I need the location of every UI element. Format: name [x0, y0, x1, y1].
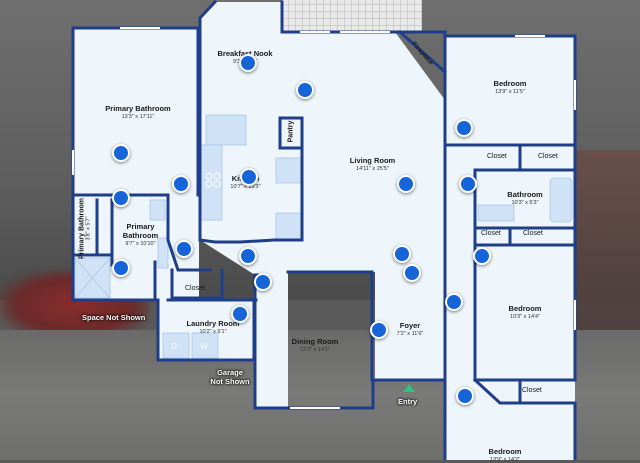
room-bedroom-top: Bedroom 13'9" x 11'5" [493, 79, 527, 95]
washer-icon: W [200, 342, 208, 351]
camera-hotspot-icon[interactable] [231, 305, 249, 323]
closet-label: Closet [522, 387, 542, 394]
camera-hotspot-icon[interactable] [456, 387, 474, 405]
room-primary-bathroom-small: Primary Bathroom 3'8" x 5'7" [78, 197, 92, 260]
camera-hotspot-icon[interactable] [296, 81, 314, 99]
camera-hotspot-icon[interactable] [393, 245, 411, 263]
space-not-shown-label: Space Not Shown [82, 313, 146, 322]
camera-hotspot-icon[interactable] [473, 247, 491, 265]
room-primary-bathroom-2: Primary Bathroom 9'7" x 10'10" [122, 222, 159, 247]
closet-label: Closet [538, 153, 558, 160]
room-bathroom: Bathroom 10'3" x 5'3" [507, 190, 543, 206]
room-bedroom-mid: Bedroom 10'3" x 14'4" [508, 304, 542, 320]
dryer-icon: D [171, 342, 177, 351]
entry-arrow-icon [403, 384, 415, 392]
entry-label: Entry [398, 397, 418, 406]
room-pantry: Pantry [287, 120, 295, 143]
camera-hotspot-icon[interactable] [397, 175, 415, 193]
camera-hotspot-icon[interactable] [254, 273, 272, 291]
room-dining-room: Dining Room 12'2" x 14'1" [291, 337, 339, 353]
camera-hotspot-icon[interactable] [112, 144, 130, 162]
room-foyer: Foyer 7'2" x 11'6" [396, 321, 424, 337]
room-living-room: Living Room 14'11" x 25'5" [349, 156, 396, 172]
camera-hotspot-icon[interactable] [445, 293, 463, 311]
closet-label: Closet [481, 230, 501, 237]
camera-hotspot-icon[interactable] [112, 189, 130, 207]
camera-hotspot-icon[interactable] [455, 119, 473, 137]
room-bedroom-bottom: Bedroom 13'9" x 14'2" [488, 447, 522, 463]
closet-label: Closet [523, 230, 543, 237]
room-laundry-room: Laundry Room 10'2" x 9'1" [186, 319, 240, 335]
closet-label: Closet [487, 153, 507, 160]
camera-hotspot-icon[interactable] [239, 247, 257, 265]
garage-not-shown-label: Garage Not Shown [210, 368, 250, 386]
closet-label: Closet [185, 285, 205, 292]
room-primary-bathroom: Primary Bathroom 13'3" x 17'11" [105, 104, 171, 120]
camera-hotspot-icon[interactable] [239, 54, 257, 72]
camera-hotspot-icon[interactable] [459, 175, 477, 193]
patio-pavers [282, 0, 422, 32]
camera-hotspot-icon[interactable] [172, 175, 190, 193]
camera-hotspot-icon[interactable] [403, 264, 421, 282]
camera-hotspot-icon[interactable] [240, 168, 258, 186]
camera-hotspot-icon[interactable] [370, 321, 388, 339]
camera-hotspot-icon[interactable] [175, 240, 193, 258]
camera-hotspot-icon[interactable] [112, 259, 130, 277]
